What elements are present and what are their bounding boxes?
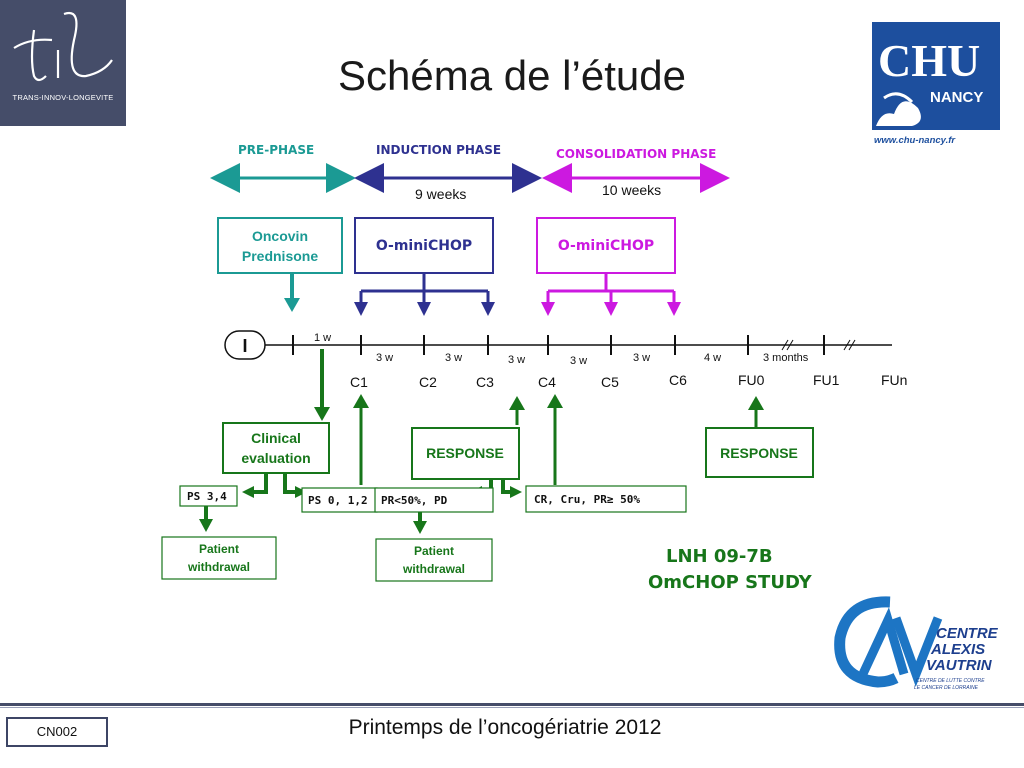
consolidation-treatment-label: O-miniCHOP <box>558 238 654 254</box>
cycle-label: FU1 <box>813 372 840 388</box>
response-box-mid <box>411 427 520 480</box>
footer-text: Printemps de l’oncogériatrie 2012 <box>348 716 662 739</box>
cr-good-box <box>525 485 687 513</box>
response-mid-label: RESPONSE <box>426 445 504 461</box>
cav-logo-c <box>834 596 899 688</box>
pre-treatment-line2: Prednisone <box>242 248 318 264</box>
pre-treatment-box <box>217 217 343 274</box>
cav-logo-line2: ALEXIS <box>930 641 985 658</box>
chu-logo-url: www.chu-nancy.fr <box>874 135 956 146</box>
induction-treatment-label: O-miniCHOP <box>376 238 472 254</box>
timeline-start-label: I <box>242 336 247 356</box>
slide-code: CN002 <box>6 717 108 747</box>
study-line1: LNH 09-7B <box>666 546 773 567</box>
withdrawal-1-line2: withdrawal <box>187 560 250 574</box>
ps-good-box <box>301 487 378 513</box>
timeline-ticks <box>292 335 825 355</box>
interval-label: 3 w <box>445 352 462 364</box>
response-fu-label: RESPONSE <box>720 445 798 461</box>
clinical-evaluation-line1: Clinical <box>251 430 301 446</box>
ps-bad-box <box>179 485 238 507</box>
withdrawal-1-line1: Patient <box>199 542 239 556</box>
chu-nancy-logo: CHU NANCY www.chu-nancy.fr <box>872 22 1000 146</box>
cycle-label: C6 <box>669 372 687 388</box>
consolidation-fork <box>546 273 676 304</box>
consolidation-treatment-box <box>536 217 676 274</box>
response-box-fu <box>705 427 814 478</box>
chu-logo-city: NANCY <box>930 89 983 106</box>
cr-good-split-arrow <box>501 479 512 494</box>
cycle-label: C3 <box>476 374 494 390</box>
withdrawal-box-1 <box>161 536 277 580</box>
interval-label: 3 w <box>508 354 525 366</box>
chu-logo-emblem <box>876 101 921 126</box>
study-line2: OmCHOP STUDY <box>648 572 813 593</box>
chu-logo-name: CHU <box>878 35 980 86</box>
cav-logo-line1: CENTRE <box>936 625 999 642</box>
cycle-label: C4 <box>538 374 556 390</box>
ps-good-split-arrow <box>283 473 297 494</box>
induction-treatment-box <box>354 217 494 274</box>
study-diagram: PRE-PHASE INDUCTION PHASE CONSOLIDATION … <box>161 143 907 593</box>
til-logo: TRANS-INNOV-LONGEVITE <box>0 0 126 126</box>
cycle-label: C5 <box>601 374 619 390</box>
pr-bad-label: PR<50%, PD <box>381 494 448 507</box>
footer-divider <box>0 703 1024 706</box>
cycle-label: C1 <box>350 374 368 390</box>
ps-bad-split-arrow <box>252 473 268 494</box>
cycle-label: FU0 <box>738 372 765 388</box>
page-title: Schéma de l’étude <box>338 52 686 99</box>
timeline-break-marks <box>781 339 856 351</box>
interval-label: 3 w <box>633 352 650 364</box>
interval-label: 3 months <box>763 352 809 364</box>
cr-good-label: CR, Cru, PR≥ 50% <box>534 493 640 506</box>
interval-label: 4 w <box>704 352 721 364</box>
cycle-label: FUn <box>881 372 907 388</box>
cav-logo-sub1: CENTRE DE LUTTE CONTRE <box>916 678 985 684</box>
pr-bad-box <box>374 487 494 513</box>
ps-bad-label: PS 3,4 <box>187 490 227 503</box>
logo-caption: TRANS-INNOV-LONGEVITE <box>12 93 114 102</box>
cav-logo-v <box>891 616 943 687</box>
interval-label: 3 w <box>570 355 587 367</box>
chu-logo-bg <box>872 22 1000 130</box>
pre-treatment-line1: Oncovin <box>252 228 308 244</box>
induction-phase-label: INDUCTION PHASE <box>376 143 501 157</box>
clinical-evaluation-box <box>222 422 330 474</box>
cav-logo-sub2: LE CANCER DE LORRAINE <box>914 685 979 691</box>
pre-phase-label: PRE-PHASE <box>238 143 314 157</box>
clinical-evaluation-line2: evaluation <box>241 450 310 466</box>
ps-good-label: PS 0, 1,2 <box>308 494 368 507</box>
consolidation-duration: 10 weeks <box>602 182 661 198</box>
interval-label: 3 w <box>376 352 393 364</box>
withdrawal-box-2 <box>375 538 493 582</box>
til-logo-mark <box>13 11 113 82</box>
cav-logo-line3: VAUTRIN <box>926 657 993 674</box>
cav-logo-a <box>857 607 909 678</box>
induction-fork <box>359 273 490 304</box>
centre-alexis-vautrin-logo: CENTRE ALEXIS VAUTRIN CENTRE DE LUTTE CO… <box>834 596 999 691</box>
withdrawal-2-line2: withdrawal <box>402 562 465 576</box>
footer-divider-thin <box>0 707 1024 708</box>
withdrawal-2-line1: Patient <box>414 544 454 558</box>
interval-label: 1 w <box>314 332 331 344</box>
cycle-label: C2 <box>419 374 437 390</box>
induction-duration: 9 weeks <box>415 186 466 202</box>
consolidation-phase-label: CONSOLIDATION PHASE <box>556 147 716 161</box>
